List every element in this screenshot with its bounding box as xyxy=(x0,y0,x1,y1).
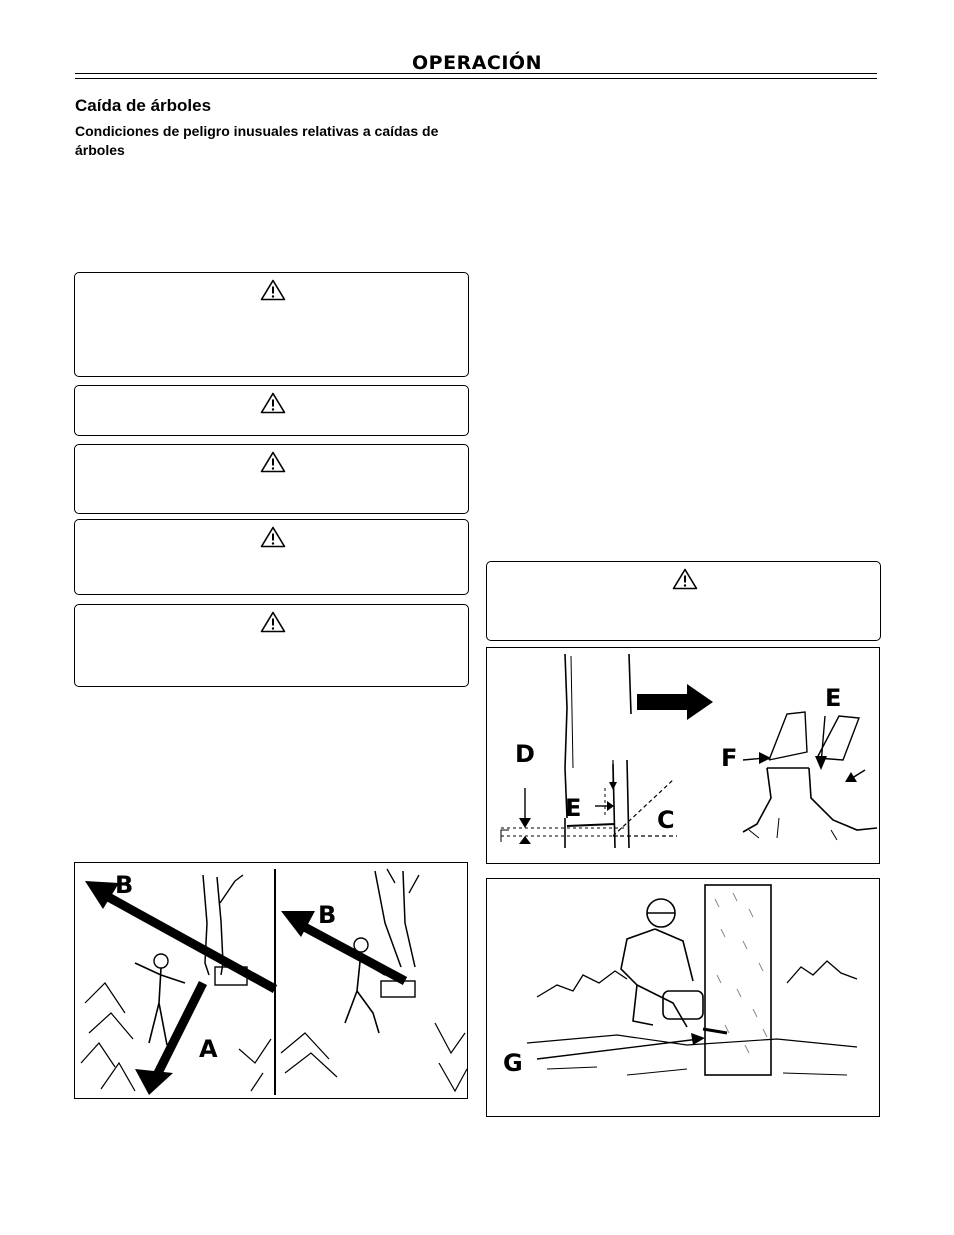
label-c: C xyxy=(657,806,675,834)
back-cut-illustration xyxy=(526,884,858,1076)
warning-triangle-icon xyxy=(260,279,285,301)
warning-triangle-icon xyxy=(672,568,697,590)
warning-box-4 xyxy=(74,519,469,595)
label-f: F xyxy=(721,744,738,772)
warning-triangle-icon xyxy=(260,526,285,548)
back-cut-figure: G xyxy=(486,878,880,1117)
header-rule-top xyxy=(75,73,877,74)
warning-triangle-icon xyxy=(260,392,285,414)
warning-box-3 xyxy=(74,444,469,514)
label-e-left: E xyxy=(565,794,582,822)
notch-cut-figure: D E C F E xyxy=(486,647,880,864)
warning-box-6 xyxy=(486,561,881,641)
label-b-left: B xyxy=(115,871,134,899)
subsection-title: Condiciones de peligro inusuales relativ… xyxy=(75,123,439,158)
label-g: G xyxy=(503,1049,523,1077)
warning-triangle-icon xyxy=(260,451,285,473)
label-a: A xyxy=(199,1035,218,1063)
header-rule-bottom xyxy=(75,78,877,79)
warning-box-2 xyxy=(74,385,469,436)
warning-box-1 xyxy=(74,272,469,377)
notch-cut-diagram xyxy=(500,653,878,849)
felling-escape-illustration xyxy=(80,868,468,1095)
label-d: D xyxy=(515,740,535,768)
page-title: OPERACIÓN xyxy=(412,52,542,74)
felling-escape-figure: B A B xyxy=(74,862,468,1099)
label-b-right: B xyxy=(318,901,337,929)
warning-triangle-icon xyxy=(260,611,285,633)
warning-box-5 xyxy=(74,604,469,687)
label-e-right: E xyxy=(825,684,842,712)
section-title: Caída de árboles xyxy=(75,96,212,115)
